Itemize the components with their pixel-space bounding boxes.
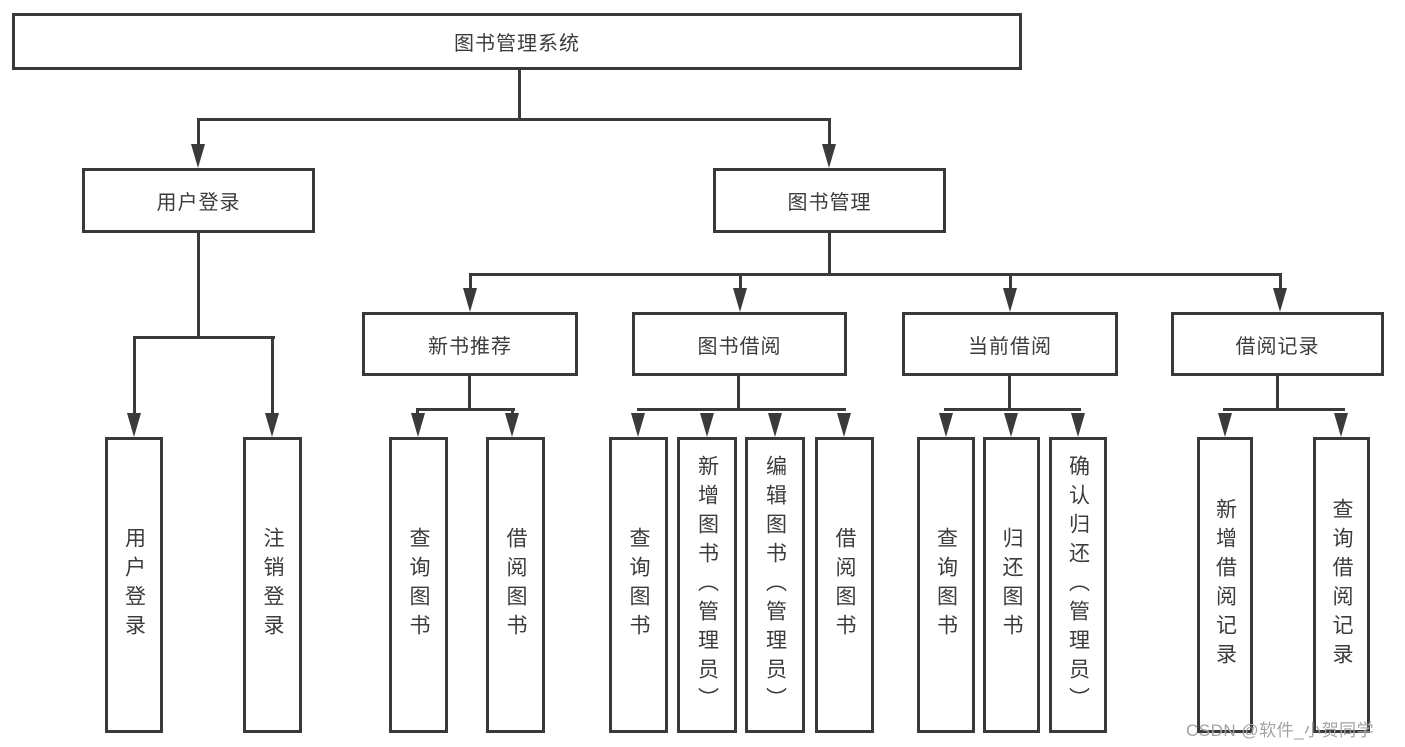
connector-line [1008, 376, 1011, 411]
connector-line [739, 276, 742, 290]
connector-line [518, 70, 521, 119]
node-book-management: 图书管理 [713, 168, 946, 233]
connector-line [468, 376, 471, 411]
leaf-query-books-1: 查询图书 [389, 437, 448, 733]
node-book-borrowing: 图书借阅 [632, 312, 847, 376]
arrow-down-icon [127, 413, 141, 437]
connector-line [828, 118, 831, 148]
arrow-down-icon [631, 413, 645, 437]
leaf-return-books-label: 归还图书 [1000, 527, 1023, 643]
node-book-management-label: 图书管理 [787, 192, 872, 214]
leaf-query-books-3-label: 查询图书 [934, 527, 958, 643]
leaf-borrow-books-2: 借阅图书 [815, 437, 874, 733]
leaf-borrow-books-1: 借阅图书 [486, 437, 545, 733]
leaf-query-books-2-label: 查询图书 [627, 527, 650, 643]
leaf-user-login: 用户登录 [105, 437, 163, 733]
arrow-down-icon [463, 288, 477, 312]
arrow-down-icon [700, 413, 714, 437]
leaf-query-books-3: 查询图书 [917, 437, 975, 733]
leaf-user-login-label: 用户登录 [122, 527, 146, 643]
connector-line [1276, 376, 1279, 411]
leaf-edit-book-admin-label: 编辑图书（管理员） [763, 454, 787, 716]
connector-line [133, 336, 136, 416]
leaf-logout-label: 注销登录 [261, 527, 284, 643]
arrow-down-icon [191, 144, 205, 168]
node-new-book-recommend-label: 新书推荐 [428, 335, 512, 358]
arrow-down-icon [1273, 288, 1287, 312]
arrow-down-icon [1003, 288, 1017, 312]
arrow-down-icon [1071, 413, 1085, 437]
leaf-query-books-1-label: 查询图书 [407, 527, 430, 643]
leaf-borrow-books-1-label: 借阅图书 [504, 527, 527, 643]
connector-line [828, 233, 831, 276]
leaf-return-books: 归还图书 [983, 437, 1040, 733]
connector-line [1279, 273, 1282, 291]
arrow-down-icon [1334, 413, 1348, 437]
connector-line [637, 408, 846, 411]
connector-line [416, 408, 515, 411]
leaf-borrow-books-2-label: 借阅图书 [833, 527, 856, 643]
node-user-login: 用户登录 [82, 168, 315, 233]
watermark: CSDN @软件_小贺同学 [1186, 721, 1375, 740]
node-library-system: 图书管理系统 [12, 13, 1022, 70]
connector-line [197, 118, 831, 121]
connector-line [133, 336, 275, 339]
node-library-system-label: 图书管理系统 [454, 33, 580, 55]
arrow-down-icon [822, 144, 836, 168]
arrow-down-icon [733, 288, 747, 312]
node-book-borrowing-label: 图书借阅 [697, 335, 782, 358]
leaf-logout: 注销登录 [243, 437, 302, 733]
node-current-borrowing-label: 当前借阅 [968, 335, 1052, 358]
connector-line [1223, 408, 1345, 411]
leaf-query-borrow-record-label: 查询借阅记录 [1330, 498, 1353, 672]
arrow-down-icon [1004, 413, 1018, 437]
node-borrowing-records: 借阅记录 [1171, 312, 1384, 376]
arrow-down-icon [505, 413, 519, 437]
leaf-add-borrow-record: 新增借阅记录 [1197, 437, 1253, 733]
arrow-down-icon [939, 413, 953, 437]
arrow-down-icon [411, 413, 425, 437]
connector-line [271, 336, 274, 416]
leaf-edit-book-admin: 编辑图书（管理员） [745, 437, 805, 733]
arrow-down-icon [837, 413, 851, 437]
leaf-add-book-admin: 新增图书（管理员） [677, 437, 737, 733]
leaf-confirm-return-admin-label: 确认归还（管理员） [1066, 454, 1090, 716]
arrow-down-icon [1218, 413, 1232, 437]
arrow-down-icon [768, 413, 782, 437]
leaf-add-book-admin-label: 新增图书（管理员） [695, 454, 719, 716]
connector-line [469, 273, 1282, 276]
connector-line [197, 233, 200, 339]
leaf-query-books-2: 查询图书 [609, 437, 668, 733]
connector-line [197, 118, 200, 148]
leaf-query-borrow-record: 查询借阅记录 [1313, 437, 1370, 733]
arrow-down-icon [265, 413, 279, 437]
node-borrowing-records-label: 借阅记录 [1235, 335, 1320, 358]
node-current-borrowing: 当前借阅 [902, 312, 1118, 376]
connector-line [469, 273, 472, 291]
leaf-confirm-return-admin: 确认归还（管理员） [1049, 437, 1107, 733]
leaf-add-borrow-record-label: 新增借阅记录 [1213, 498, 1237, 672]
connector-line [737, 376, 740, 411]
node-new-book-recommend: 新书推荐 [362, 312, 578, 376]
node-user-login-label: 用户登录 [156, 192, 241, 214]
connector-line [1009, 276, 1012, 290]
connector-line [944, 408, 1081, 411]
